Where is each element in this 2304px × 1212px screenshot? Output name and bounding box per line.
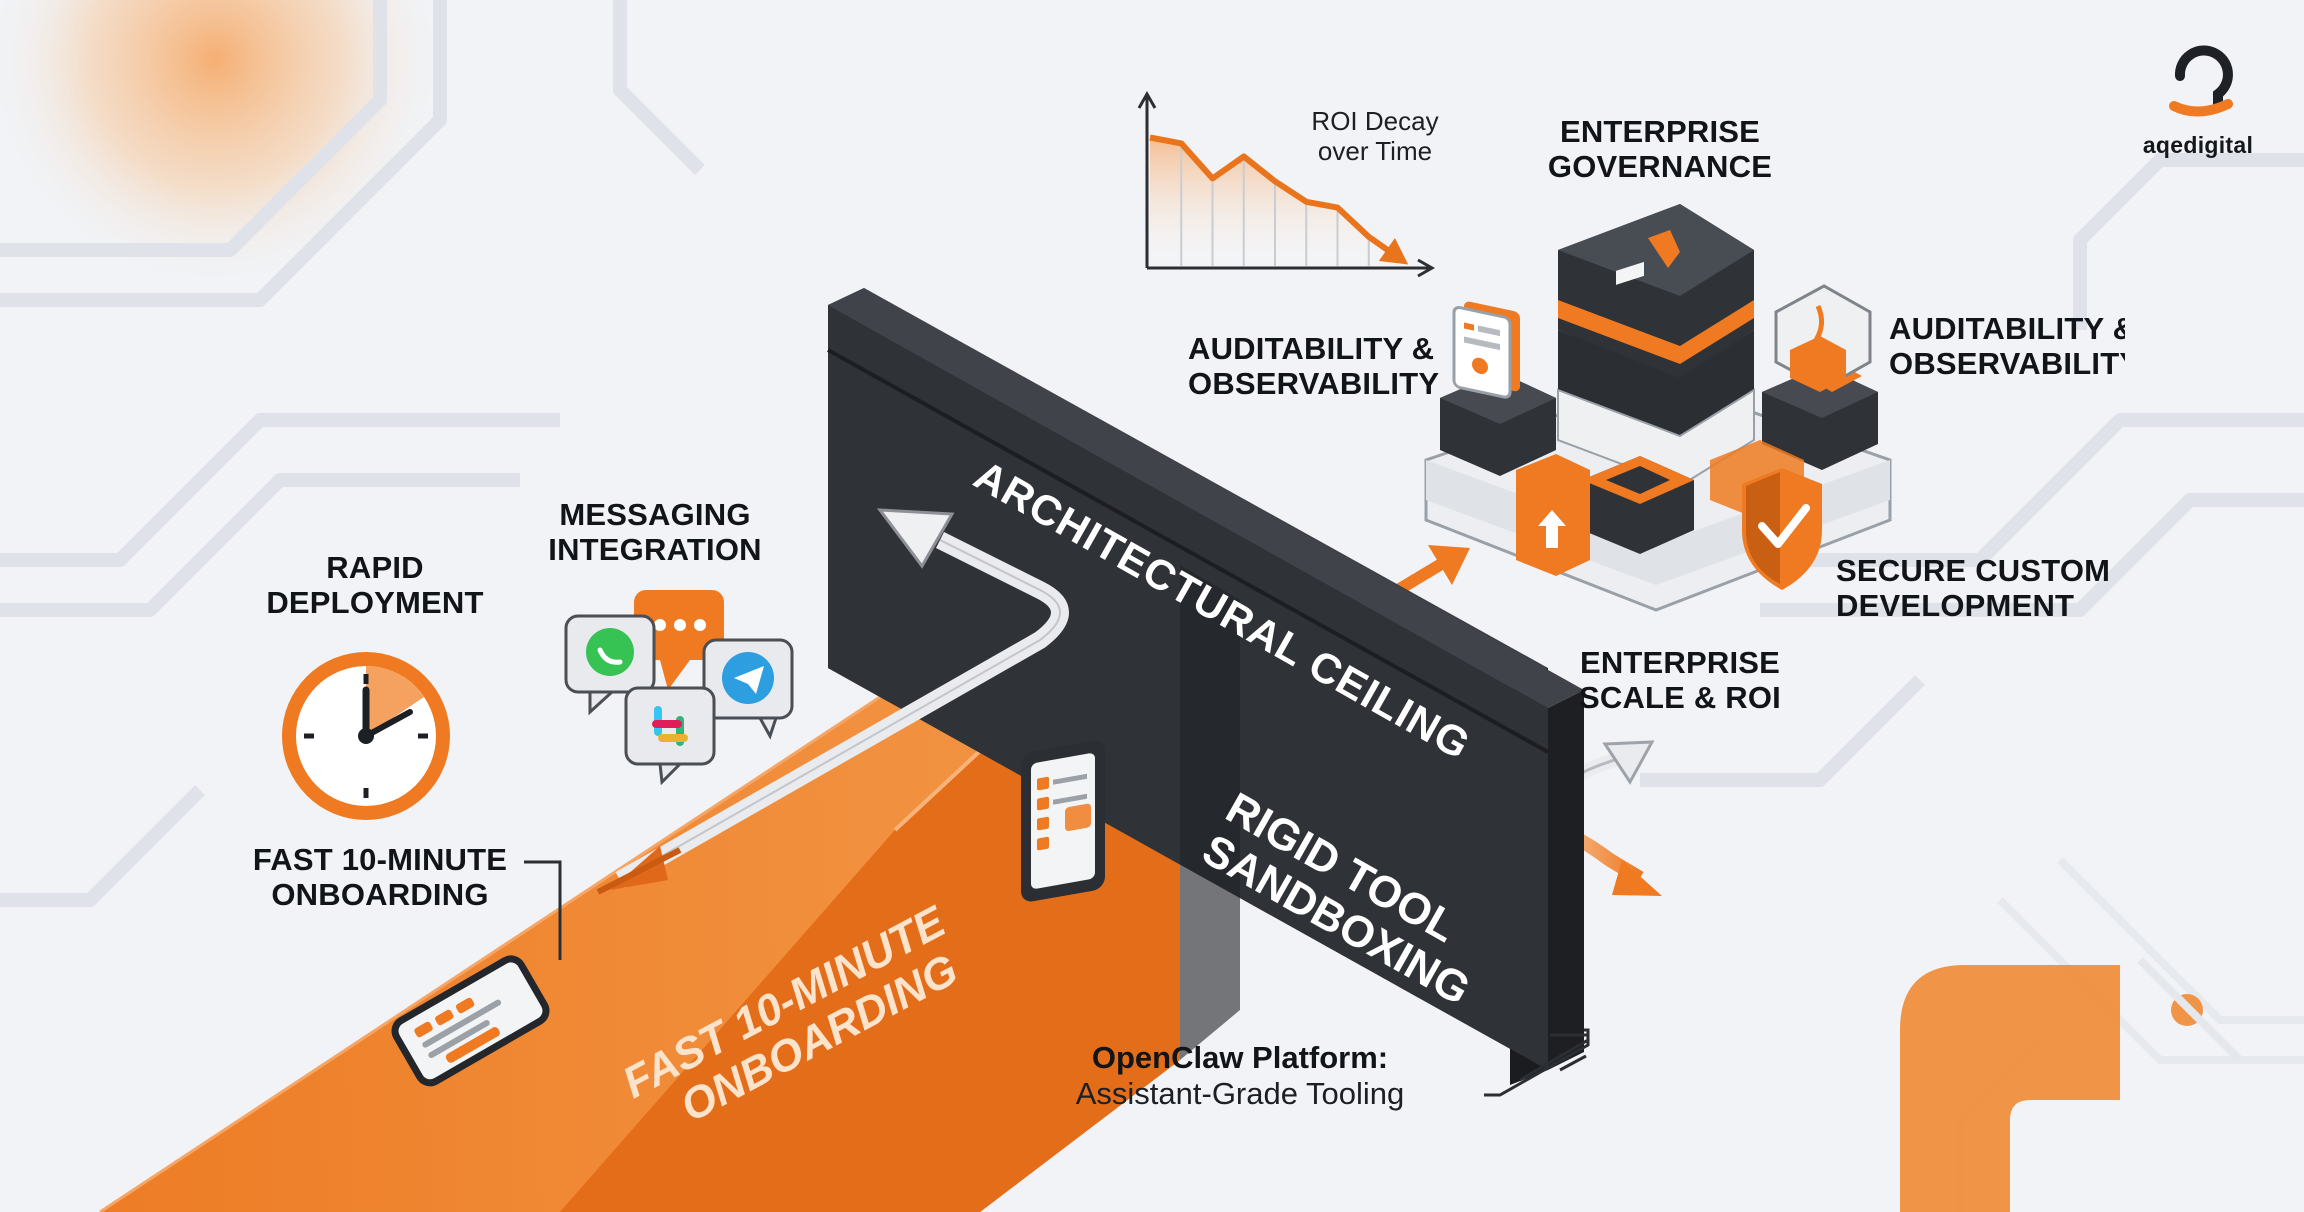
shield-check-icon (1742, 468, 1822, 590)
label-auditability-left-1: AUDITABILITY & (1188, 331, 1435, 366)
observability-cube-icon (1774, 284, 1872, 392)
platform-subtitle: Assistant-Grade Tooling (1075, 1076, 1405, 1111)
brand-name: aqedigital (2142, 132, 2254, 158)
roi-decay-chart (1137, 90, 1436, 278)
messaging-icons (564, 590, 794, 786)
label-enterprise-scale-roi-1: ENTERPRISE (1579, 645, 1781, 680)
label-rapid-deployment: RAPID DEPLOYMENT (225, 550, 525, 620)
platform-title: OpenClaw Platform: (1091, 1040, 1389, 1075)
brand-logo-icon (2169, 45, 2233, 117)
roi-y-axis-arrow (1137, 90, 1157, 109)
label-auditability-left-2: OBSERVABILITY (1188, 366, 1440, 401)
label-enterprise-scale-roi-2: SCALE & ROI (1579, 680, 1781, 715)
label-enterprise-governance-2: GOVERNANCE (1547, 149, 1773, 184)
onboarding-leader-line (524, 860, 562, 960)
label-enterprise-governance: ENTERPRISE GOVERNANCE (1500, 114, 1820, 184)
upload-arrow-icon (1538, 510, 1566, 548)
telegram-icon (702, 638, 794, 740)
label-messaging-integration-2: INTEGRATION (548, 532, 762, 567)
roi-title-line-2: over Time (1317, 136, 1433, 166)
label-messaging-integration: MESSAGING INTEGRATION (505, 497, 805, 567)
label-messaging-integration-1: MESSAGING (559, 497, 751, 532)
label-auditability-left: AUDITABILITY & OBSERVABILITY (1188, 331, 1488, 401)
whatsapp-icon (564, 614, 656, 716)
roi-line (1149, 134, 1402, 262)
label-secure-custom-development-2: DEVELOPMENT (1836, 588, 2075, 623)
arrow-to-governance-head (1428, 545, 1470, 585)
smartphone-icon (391, 955, 550, 1087)
document-icon (1452, 301, 1520, 399)
label-fast-onboarding-1: FAST 10-MINUTE (252, 842, 508, 877)
tablet-icon (1021, 740, 1105, 902)
slack-icon (624, 686, 716, 786)
label-enterprise-governance-1: ENTERPRISE (1559, 114, 1761, 149)
platform-caption: OpenClaw Platform: Assistant-Grade Tooli… (1040, 1040, 1440, 1112)
roi-chart-title: ROI Decay over Time (1270, 106, 1480, 166)
roi-arrowhead (1378, 238, 1409, 265)
arrow-to-governance (1394, 554, 1452, 596)
label-fast-onboarding: FAST 10-MINUTE ONBOARDING (230, 842, 530, 912)
roi-x-axis-arrow (1417, 258, 1436, 278)
brand: aqedigital (2128, 128, 2268, 159)
chat-bubble-icon (634, 590, 724, 690)
label-rapid-deployment-1: RAPID (326, 550, 424, 585)
label-auditability-right: AUDITABILITY & OBSERVABILITY (1889, 311, 2125, 381)
arrow-scale-up-head (1602, 740, 1655, 785)
return-arrow (596, 508, 1069, 895)
architectural-ceiling-wall (827, 288, 1590, 1097)
clock-icon (282, 652, 450, 820)
platform-leader (1559, 1054, 1587, 1072)
label-secure-custom-development-1: SECURE CUSTOM (1836, 553, 2111, 588)
label-fast-onboarding-2: ONBOARDING (271, 877, 489, 912)
arrow-scale-down-head (1612, 860, 1662, 896)
label-auditability-right-1: AUDITABILITY & (1889, 311, 2125, 346)
label-auditability-right-2: OBSERVABILITY (1889, 346, 2125, 381)
roi-title-line-1: ROI Decay (1311, 106, 1439, 136)
label-rapid-deployment-2: DEPLOYMENT (266, 585, 484, 620)
roi-drop-lines (1180, 143, 1370, 266)
label-secure-custom-development: SECURE CUSTOM DEVELOPMENT (1836, 553, 2136, 623)
server-stack-icon (1424, 204, 1892, 612)
label-enterprise-scale-roi: ENTERPRISE SCALE & ROI (1530, 645, 1830, 715)
